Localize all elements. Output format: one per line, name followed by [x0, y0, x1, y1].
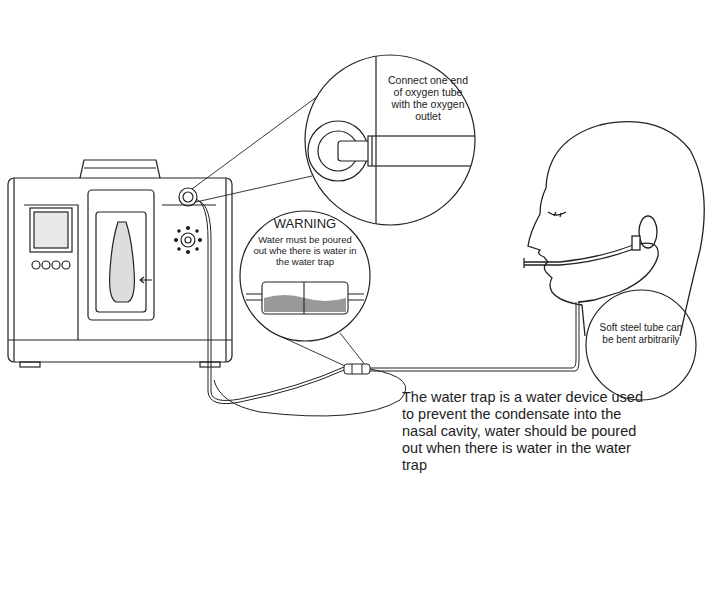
callout-text: Connect one end of oxygen tube with the … [388, 74, 468, 122]
warning-circle: WARNING Water must be poured out whe ther… [239, 210, 371, 342]
circle-outline [586, 290, 696, 400]
leader-line [192, 96, 366, 366]
text-group: Soft steel tube can be bent arbitrarily [598, 322, 684, 345]
oxygen-concentrator [8, 160, 232, 367]
callout-circle: Connect one end of oxygen tube with the … [304, 54, 476, 226]
warning-text: Water must be poured out whe there is wa… [252, 235, 358, 268]
note-text: The water trap is a water device used to… [402, 389, 654, 474]
warning-heading: WARNING [252, 217, 358, 232]
callout-text: Soft steel tube can be bent arbitrarily [598, 322, 684, 345]
circle-outline [240, 211, 370, 341]
water-trap-detail [246, 282, 364, 314]
callout-circle: Soft steel tube can be bent arbitrarily [585, 289, 697, 401]
outlet-detail [300, 50, 488, 232]
text-group: Connect one end of oxygen tube with the … [388, 74, 468, 122]
circle-outline [305, 55, 475, 225]
oxygen-tube [196, 199, 579, 416]
text-group: WARNING Water must be poured out whe ther… [252, 217, 358, 268]
circle-outline [585, 289, 697, 401]
